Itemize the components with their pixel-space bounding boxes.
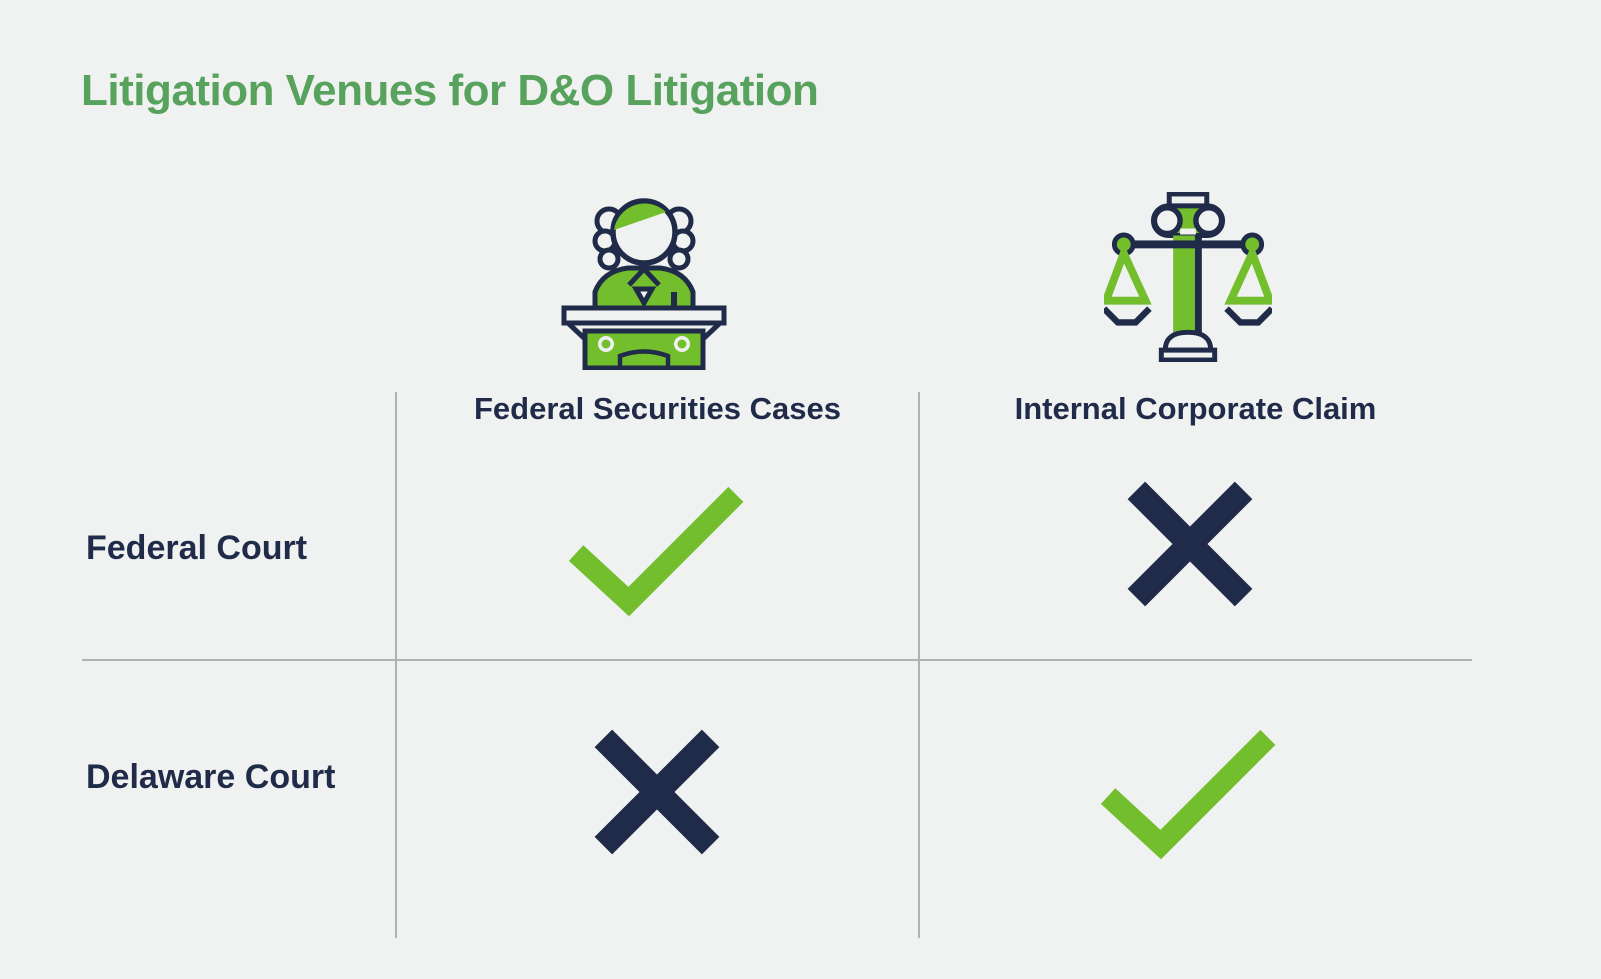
column-divider: [395, 392, 397, 938]
column-divider: [918, 392, 920, 938]
matrix-cell: [566, 483, 746, 617]
cross-icon: [594, 729, 720, 855]
row-label-federal-court: Federal Court: [86, 529, 308, 567]
column-header-internal-corporate-claim: Internal Corporate Claim: [1014, 391, 1377, 426]
column-header-federal-securities-cases: Federal Securities Cases: [473, 391, 842, 426]
page-title: Litigation Venues for D&O Litigation: [81, 66, 819, 115]
scales-of-justice-icon: [1104, 192, 1272, 362]
check-icon: [568, 486, 744, 617]
check-icon: [1100, 729, 1276, 860]
judge-at-bench-icon: [558, 180, 730, 370]
cross-icon: [1127, 481, 1253, 607]
row-label-delaware-court: Delaware Court: [86, 758, 336, 796]
matrix-cell: [1098, 726, 1278, 860]
matrix-cell: [1124, 478, 1256, 610]
row-divider: [82, 659, 1472, 661]
matrix-cell: [591, 726, 723, 858]
